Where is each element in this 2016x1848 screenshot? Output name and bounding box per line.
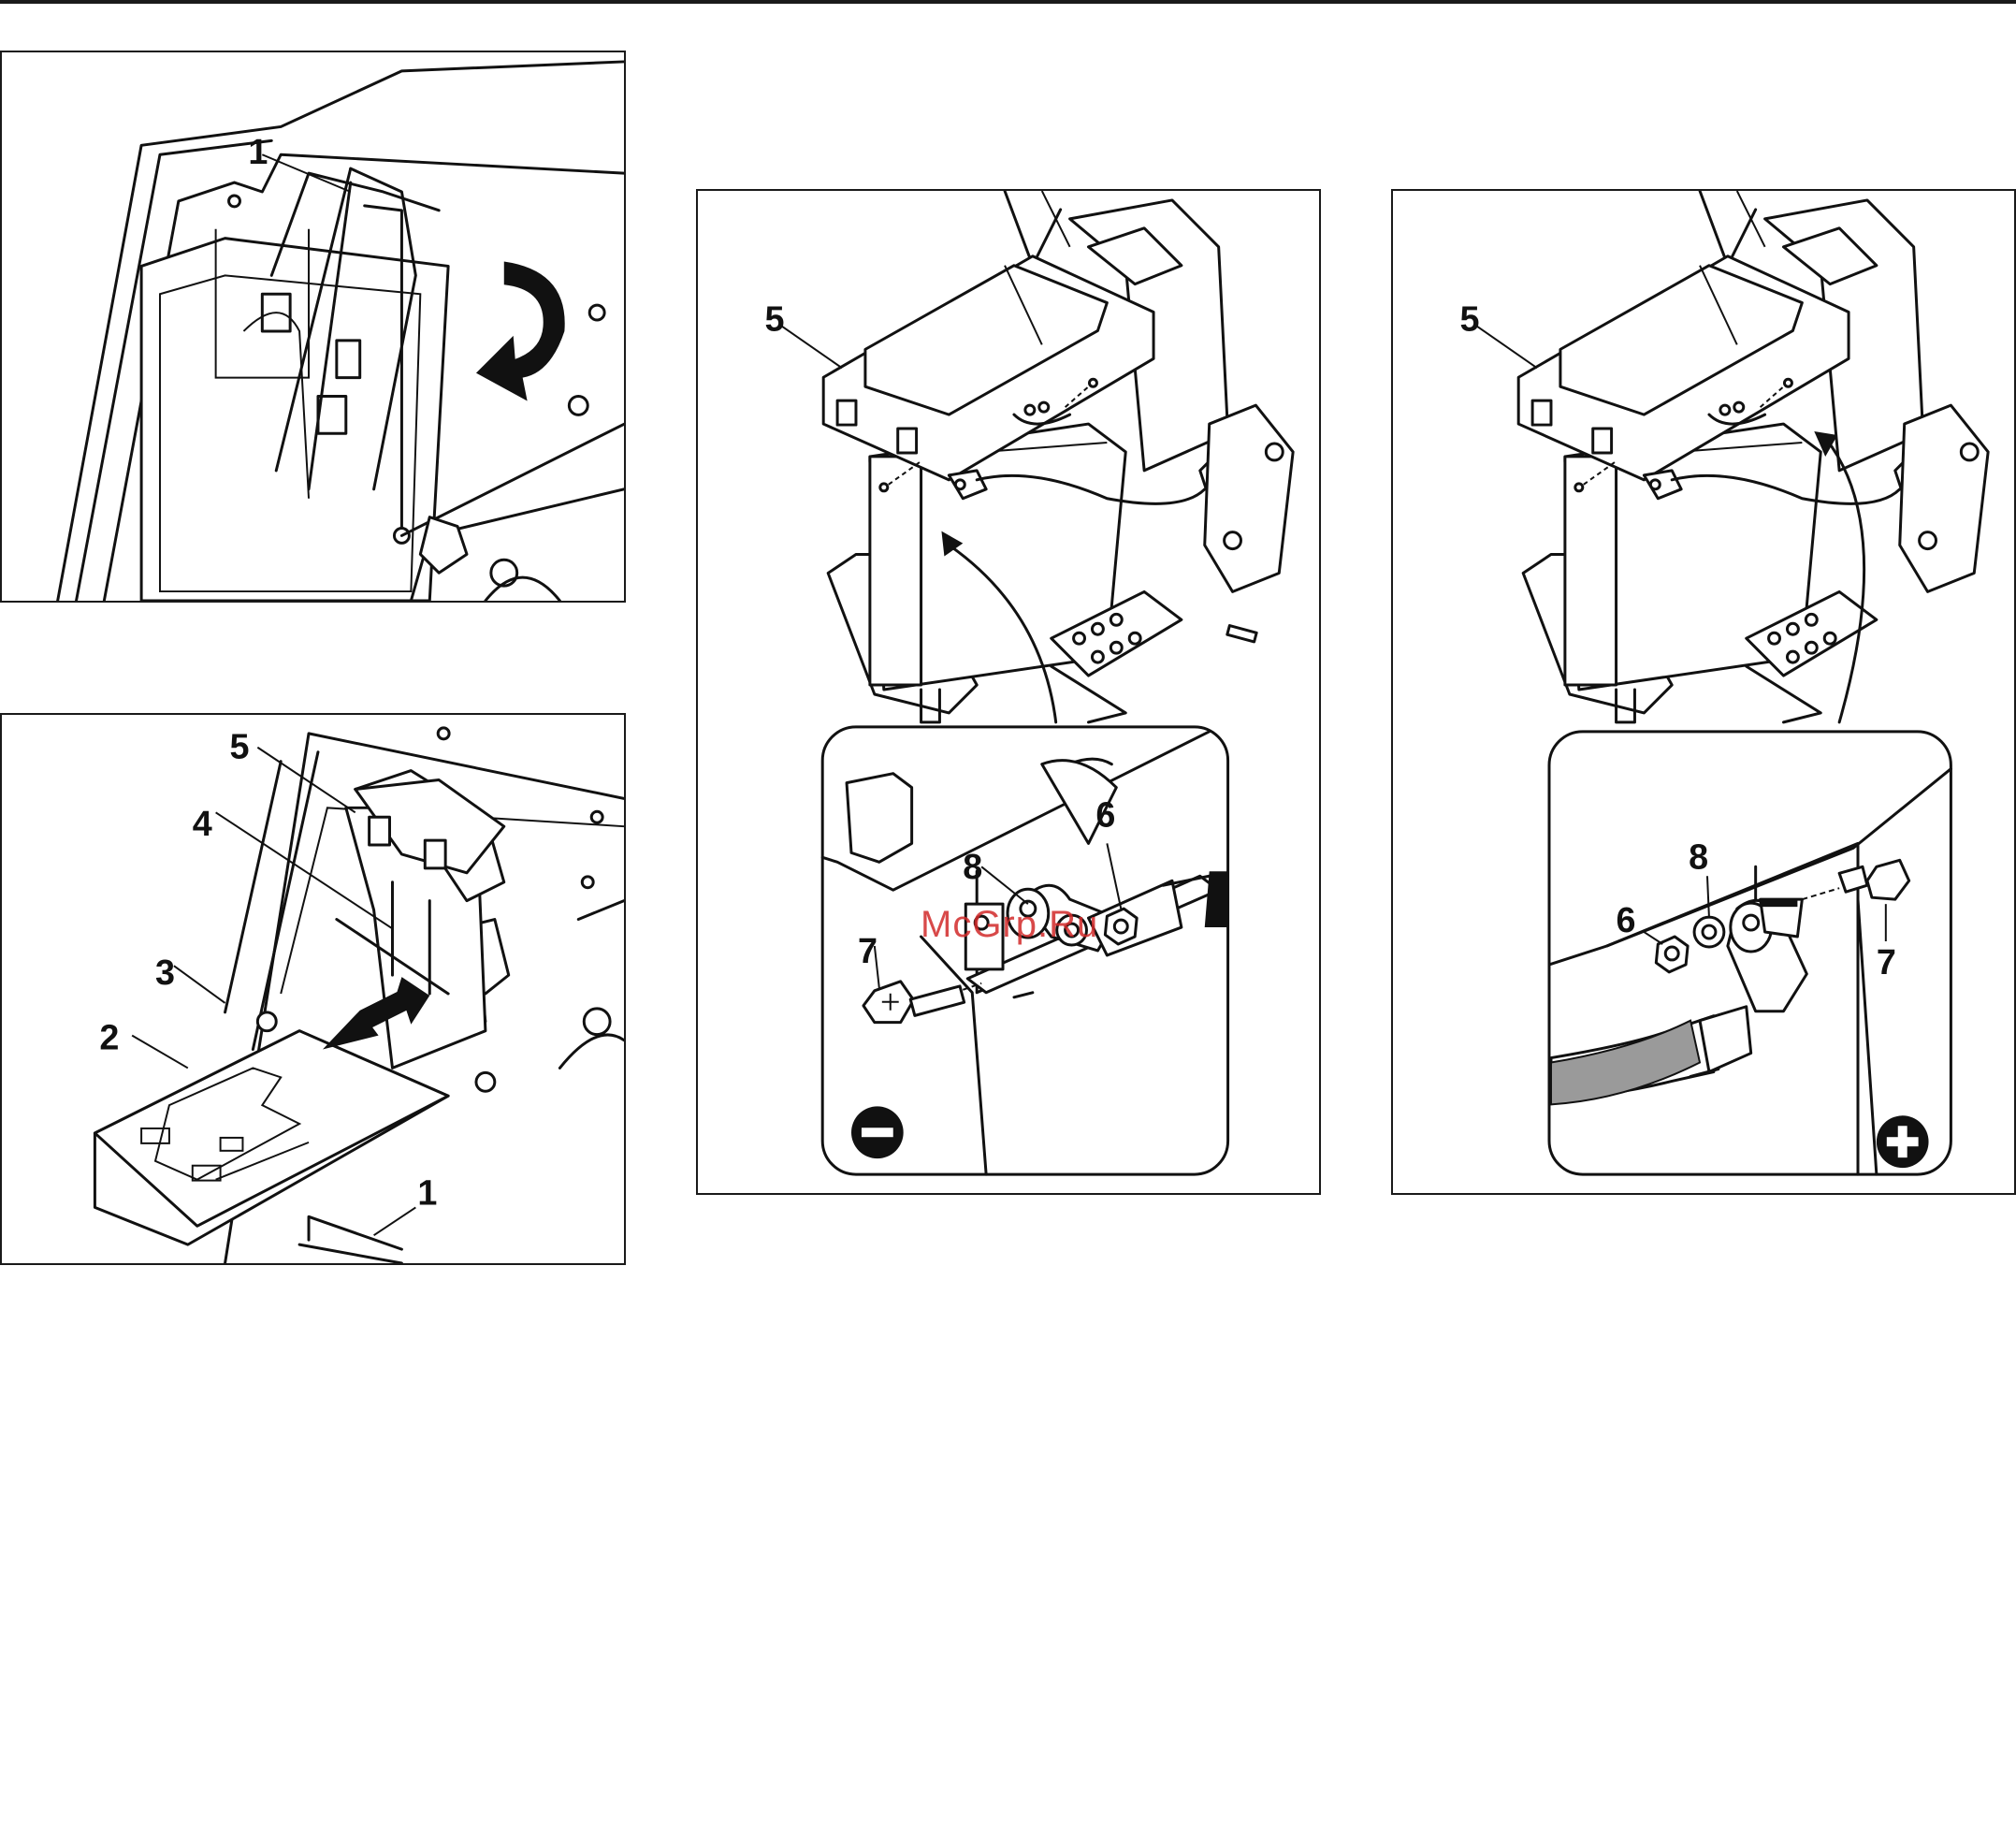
callout-label-3: 3 — [155, 953, 175, 992]
leader-line-3 — [174, 966, 225, 1003]
leader-line-1 — [374, 1207, 416, 1235]
leader-line-5 — [781, 326, 842, 368]
callout-label-8: 8 — [963, 848, 982, 887]
figure-panel-negative-terminal: 5 — [696, 189, 1321, 1195]
callout-label-7: 7 — [1877, 943, 1896, 982]
figure-panel-positive-terminal: 5 8 — [1391, 189, 2016, 1195]
device-housing-drawing — [94, 728, 624, 1263]
plus-icon-vertical — [1898, 1126, 1907, 1157]
watermark: McGrp.Ru — [921, 904, 1098, 946]
battery-assembly-drawing — [1518, 191, 1988, 722]
detail-arrow-line — [1825, 438, 1864, 722]
device-housing-drawing — [58, 62, 624, 601]
leader-line-1 — [262, 154, 350, 192]
callout-label-5: 5 — [230, 727, 250, 766]
callout-label-1: 1 — [248, 132, 268, 171]
leader-line-2 — [132, 1036, 188, 1069]
minus-icon — [862, 1128, 893, 1137]
callout-label-8: 8 — [1689, 837, 1708, 877]
figure-panel-remove-tray: 5 4 3 2 1 — [0, 713, 626, 1265]
callout-label-5: 5 — [765, 299, 785, 339]
figure-panel-open-clip: 1 — [0, 51, 626, 603]
top-rule — [0, 0, 2016, 4]
callout-label-5: 5 — [1460, 299, 1480, 339]
leader-line-5 — [1476, 326, 1537, 368]
rotate-arrow-icon — [476, 261, 565, 400]
callout-label-6: 6 — [1095, 795, 1115, 835]
callout-label-7: 7 — [858, 932, 877, 971]
callout-label-2: 2 — [99, 1018, 119, 1057]
callout-label-6: 6 — [1617, 901, 1636, 940]
battery-assembly-drawing — [823, 191, 1293, 722]
callout-label-1: 1 — [417, 1172, 437, 1212]
callout-label-4: 4 — [193, 804, 212, 843]
